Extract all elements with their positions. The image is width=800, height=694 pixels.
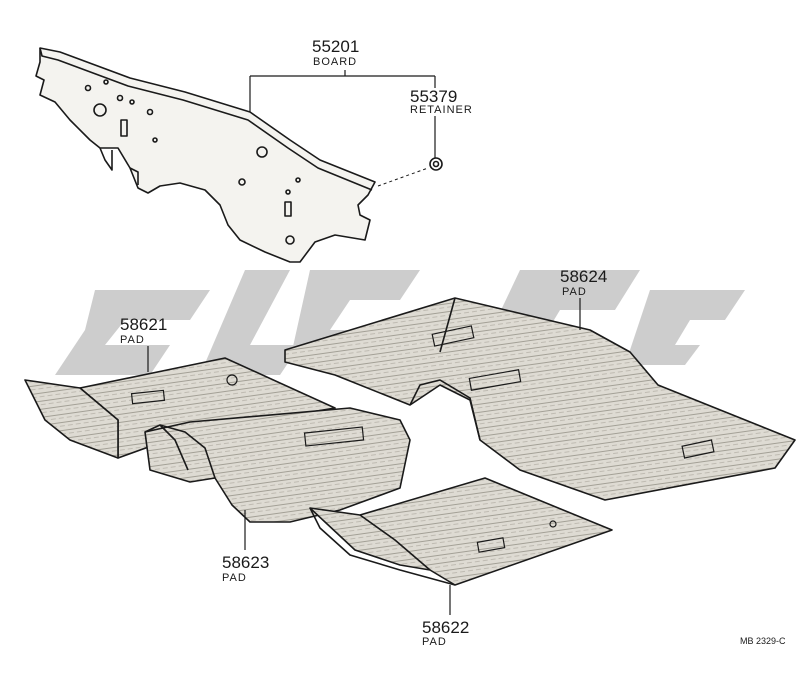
pad-58622[interactable]	[309, 477, 613, 586]
part-name-pad-58622: PAD	[422, 636, 447, 648]
label-58624: 58624 PAD	[560, 267, 607, 298]
label-58621: 58621 PAD	[120, 315, 167, 346]
reference-code: MB 2329-C	[740, 636, 786, 646]
part-name-board: BOARD	[313, 56, 357, 68]
part-number-58622: 58622	[422, 618, 469, 637]
pad-58623[interactable]	[144, 407, 411, 523]
retainer-part[interactable]	[377, 157, 443, 187]
part-number-55201: 55201	[312, 37, 359, 56]
part-number-58624: 58624	[560, 267, 607, 286]
label-58623: 58623 PAD	[222, 553, 269, 584]
part-number-58621: 58621	[120, 315, 167, 334]
pad-58624[interactable]	[284, 297, 796, 501]
part-name-pad-58623: PAD	[222, 572, 247, 584]
part-name-retainer: RETAINER	[410, 104, 473, 116]
label-55379: 55379 RETAINER	[410, 87, 473, 116]
part-name-pad-58624: PAD	[562, 286, 587, 298]
leader-lines	[147, 70, 581, 615]
board-part[interactable]	[35, 47, 376, 263]
label-58622: 58622 PAD	[422, 618, 469, 648]
label-55201: 55201 BOARD	[312, 37, 359, 68]
part-name-pad-58621: PAD	[120, 334, 145, 346]
part-number-55379: 55379	[410, 87, 457, 106]
part-number-58623: 58623	[222, 553, 269, 572]
